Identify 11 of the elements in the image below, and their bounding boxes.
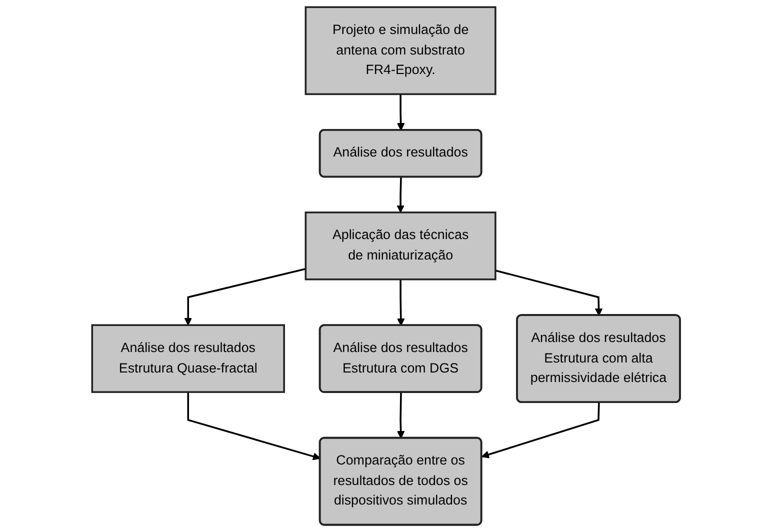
arrow xyxy=(396,279,405,326)
node-box: Projeto e simulação de antena com substrato FR4-Epoxy. xyxy=(304,6,496,96)
arrow xyxy=(396,392,405,439)
node-box: Análise dos resultados Estrutura Quase-fractal xyxy=(91,324,285,393)
arrow xyxy=(187,392,321,460)
arrow xyxy=(184,268,306,326)
arrow xyxy=(396,177,404,213)
arrow xyxy=(481,402,600,458)
arrow xyxy=(495,270,603,316)
node-box: Aplicação das técnicas de miniaturização xyxy=(304,212,496,280)
arrow xyxy=(396,94,405,131)
